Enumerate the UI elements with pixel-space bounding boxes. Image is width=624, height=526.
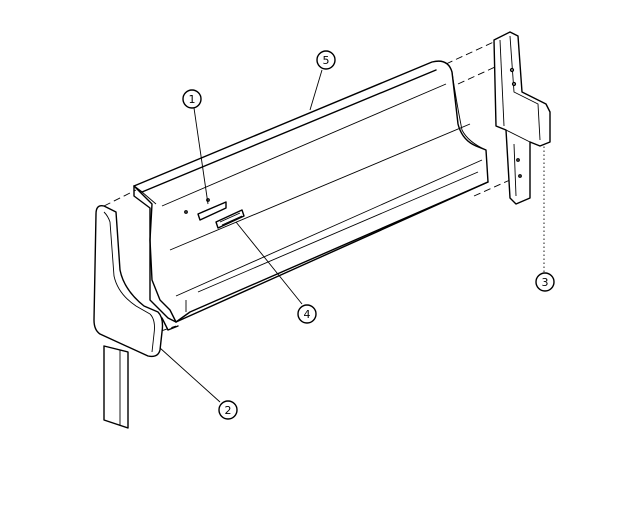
callout-2: 2 — [218, 400, 238, 420]
callout-label-5: 5 — [323, 54, 330, 67]
end-cap-part-2 — [93, 204, 164, 429]
callout-3: 3 — [535, 272, 555, 292]
backguard-panel — [133, 60, 489, 331]
callout-label-3: 3 — [542, 276, 549, 289]
callout-1: 1 — [182, 89, 202, 109]
callout-label-2: 2 — [225, 404, 232, 417]
mounting-bracket-part-3 — [493, 31, 551, 205]
callout-label-4: 4 — [304, 308, 311, 321]
callout-4: 4 — [297, 304, 317, 324]
callout-label-1: 1 — [189, 93, 196, 106]
callout-5: 5 — [316, 50, 336, 70]
leader-lines — [159, 69, 545, 403]
nameplate-part-4 — [215, 209, 245, 229]
